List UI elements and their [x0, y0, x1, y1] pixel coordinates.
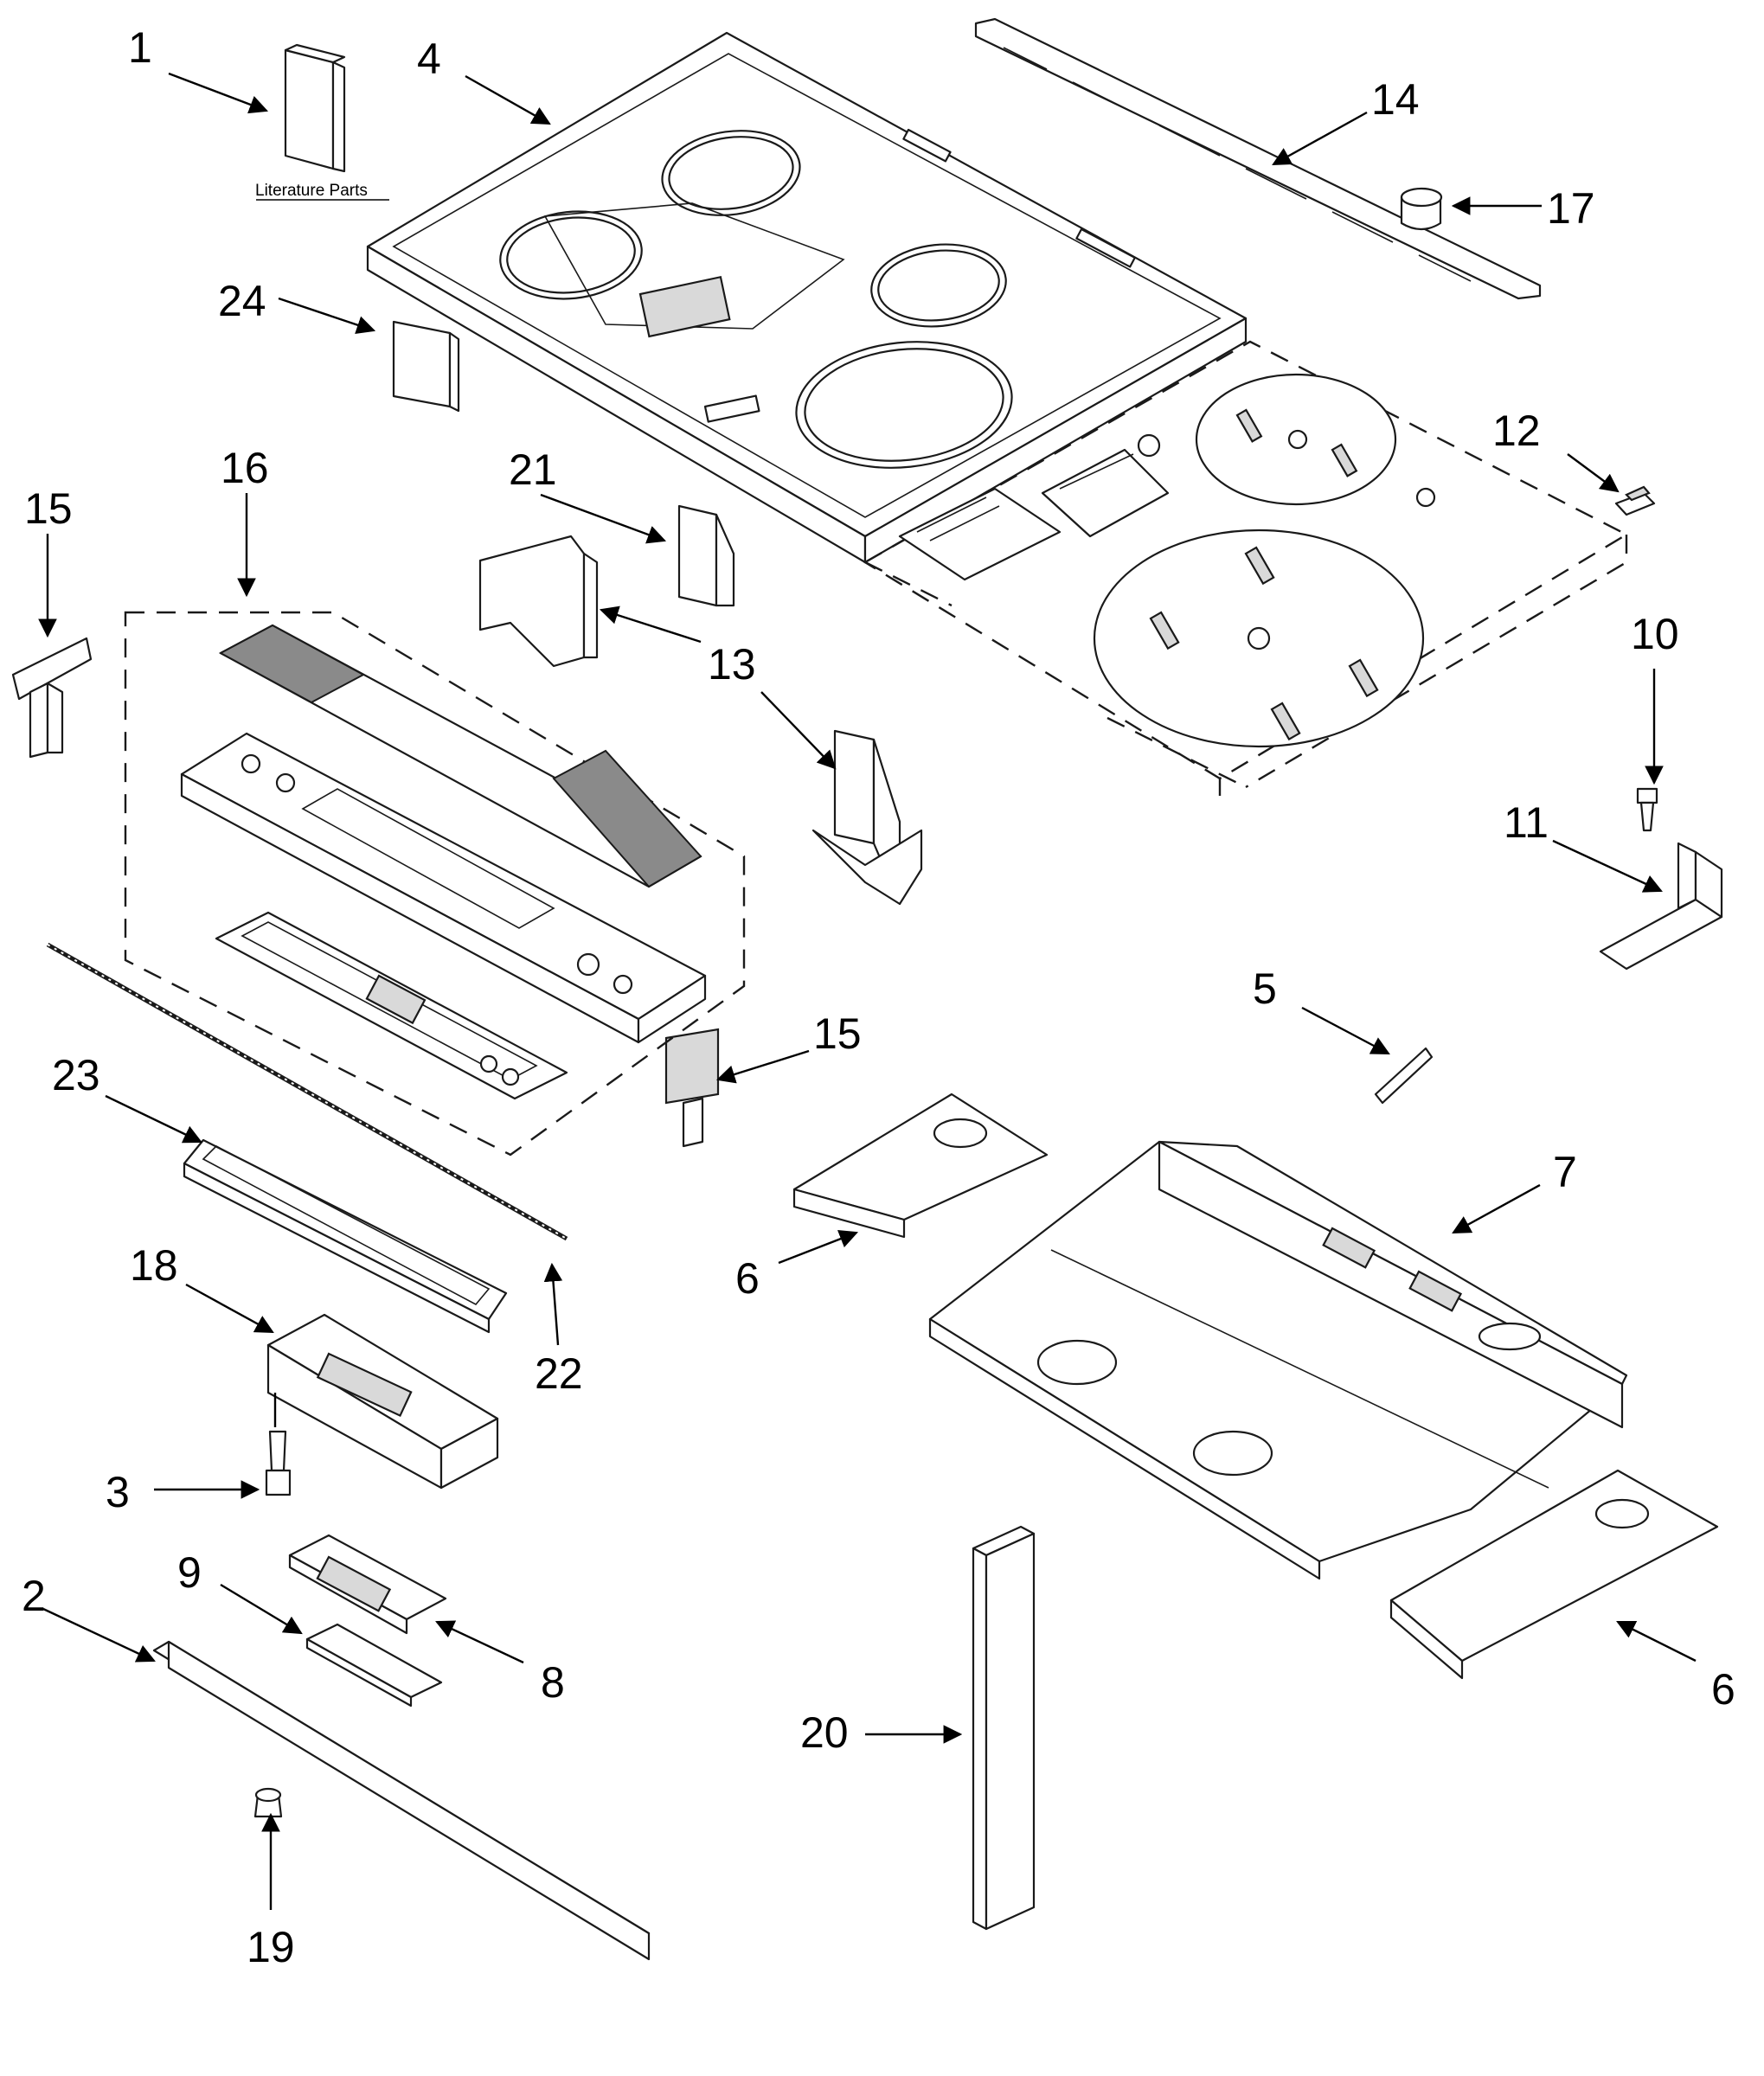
heat-shield-upper	[792, 1092, 1049, 1239]
callout-21: 21	[509, 445, 557, 494]
control-panel-assembly	[124, 611, 746, 1157]
literature-parts-booklet: Literature Parts	[255, 43, 389, 201]
end-cap-right	[664, 1028, 720, 1148]
display-frame	[183, 1138, 508, 1334]
callout-24: 24	[218, 277, 266, 325]
bushing	[1400, 187, 1443, 231]
callout-11: 11	[1504, 798, 1549, 847]
electronic-control	[266, 1313, 499, 1490]
callout-9: 9	[177, 1548, 202, 1597]
board-bracket-9	[305, 1623, 443, 1708]
callout-17: 17	[1547, 184, 1595, 233]
callout-12: 12	[1492, 407, 1541, 455]
small-bracket	[392, 320, 460, 413]
callout-16: 16	[221, 444, 269, 492]
callout-13: 13	[708, 640, 756, 689]
rod	[46, 942, 568, 1241]
control-board-8	[288, 1534, 447, 1635]
element-tray	[863, 340, 1629, 796]
callout-1: 1	[128, 23, 152, 72]
control-screw	[265, 1430, 292, 1496]
leader-lines	[38, 72, 1697, 1910]
callout-15-left: 15	[24, 484, 73, 533]
callout-15-right: 15	[813, 1009, 862, 1058]
heat-shield-lower	[1389, 1469, 1719, 1680]
callout-3: 3	[106, 1468, 130, 1516]
callout-2: 2	[22, 1572, 46, 1620]
lower-trim	[152, 1640, 651, 1961]
side-bracket	[1599, 842, 1723, 971]
spacer	[1374, 1047, 1434, 1105]
bracket-13-left	[478, 535, 599, 668]
callout-5: 5	[1253, 964, 1277, 1013]
callout-14: 14	[1371, 75, 1420, 124]
callout-8: 8	[541, 1658, 565, 1707]
callout-19: 19	[247, 1923, 295, 1971]
bracket-13-right	[811, 729, 923, 906]
callout-7: 7	[1553, 1148, 1577, 1196]
mounting-screw	[1636, 787, 1658, 832]
bracket-21	[677, 504, 735, 607]
rear-vent-trim	[974, 17, 1542, 300]
cooktop-glass	[366, 31, 1248, 564]
callout-23: 23	[52, 1051, 100, 1099]
tray-clip	[1614, 485, 1656, 516]
callout-4: 4	[417, 35, 441, 83]
end-cap-left	[11, 637, 93, 759]
literature-parts-caption: Literature Parts	[255, 182, 368, 200]
callout-6-upper: 6	[735, 1254, 760, 1303]
callout-labels: 1 4 14 17 24 16 21 15 13 12 10 11 5 15 2…	[22, 23, 1735, 1971]
chassis-base	[928, 1140, 1628, 1580]
callout-18: 18	[130, 1241, 178, 1290]
callout-6-lower: 6	[1711, 1665, 1735, 1714]
callout-20: 20	[800, 1708, 849, 1757]
side-panel	[972, 1525, 1036, 1931]
callout-22: 22	[535, 1349, 583, 1398]
trim-clip	[253, 1787, 283, 1818]
callout-10: 10	[1631, 610, 1679, 658]
